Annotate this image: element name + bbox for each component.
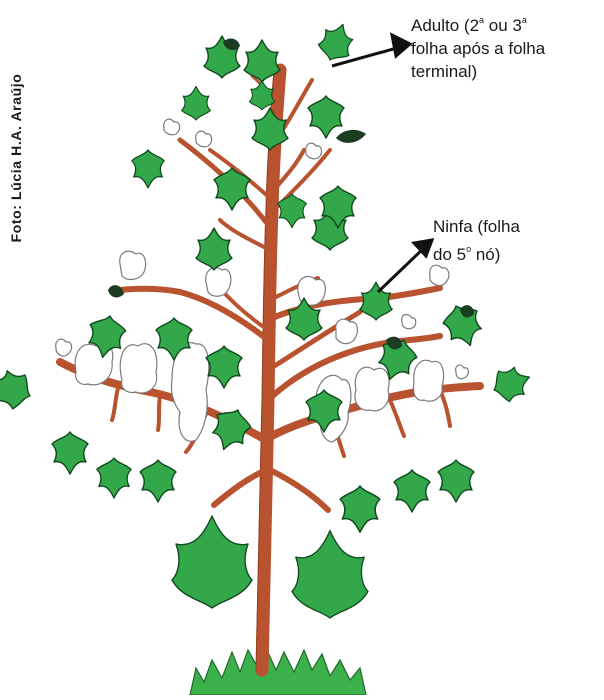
- annotation-adulto-line3: terminal): [411, 60, 545, 83]
- annotation-ninfa: Ninfa (folha do 5o nó): [433, 215, 520, 266]
- annotation-adulto-line1-b: ou 3: [484, 16, 522, 35]
- annotation-adulto-sup2: a: [522, 15, 527, 25]
- annotation-adulto-line2: folha após a folha: [411, 37, 545, 60]
- grass-base: [190, 648, 366, 695]
- annotation-adulto-line1: Adulto (2a ou 3a: [411, 9, 545, 37]
- arrow-adulto-head: [392, 35, 410, 56]
- annotation-ninfa-line1: Ninfa (folha: [433, 215, 520, 238]
- annotation-ninfa-line2: do 5o nó): [433, 238, 520, 266]
- annotation-ninfa-line2-b: nó): [471, 245, 500, 264]
- photo-credit: Foto: Lúcia H.A. Araújo: [8, 68, 28, 248]
- annotation-adulto-line1-a: Adulto (2: [411, 16, 479, 35]
- arrow-ninfa: [378, 246, 426, 292]
- annotation-ninfa-line2-a: do 5: [433, 245, 466, 264]
- annotation-adulto: Adulto (2a ou 3a folha após a folha term…: [411, 9, 545, 83]
